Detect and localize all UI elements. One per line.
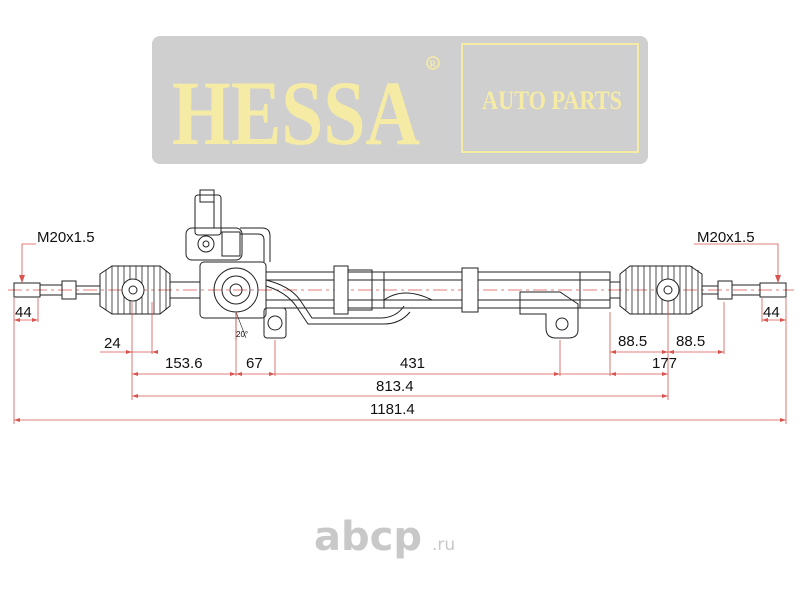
angle-callout: 20° [235,311,248,340]
dim-24-label: 24 [104,335,121,352]
dim-431-label: 431 [400,355,425,372]
site-watermark: abcp .ru [314,514,455,560]
dim-24: 24 [100,335,158,354]
watermark-suffix: .ru [432,535,455,555]
dim-1181-4: 1181.4 [14,401,786,422]
left-thread-callout: M20x1.5 [19,229,95,283]
logo-banner [152,36,648,164]
extension-lines [13,298,787,424]
dim-813-4: 813.4 [132,378,668,398]
pinion-valve [194,194,222,236]
right-tie-rod [702,280,787,300]
tagline-box [461,43,639,153]
dim-67-label: 67 [246,355,263,372]
left-boot [99,265,200,315]
registered-mark: R [430,59,437,69]
logo-tagline: AUTO PARTS [482,86,622,115]
dim-88-5-left-label: 88.5 [618,333,647,350]
right-thread-label: M20x1.5 [697,229,755,246]
left-thread-label: M20x1.5 [37,229,95,246]
dim-88-5-right-label: 88.5 [676,333,705,350]
dim-1181-4-label: 1181.4 [370,401,415,418]
dim-177-label: 177 [652,355,677,372]
dim-right-end: 44 [762,304,786,322]
angle-label: 20° [236,330,248,339]
right-thread-callout: M20x1.5 [694,229,781,283]
left-tie-rod [13,280,100,300]
dim-chain-upper: 153.6 67 431 [132,355,610,376]
logo-brand-text: HESSA [172,62,420,164]
rack-housing [185,189,611,339]
watermark-text: abcp [314,514,422,560]
dim-left-end-label: 44 [15,304,32,321]
left-tie-rod-end [13,282,41,298]
registered-mark-icon: R [426,56,440,70]
right-tie-rod-end [759,282,787,298]
brand-logo: HESSA R AUTO PARTS [152,36,648,164]
dim-88-5-pair: 88.5 88.5 [610,333,724,354]
dim-left-end: 44 [14,304,38,322]
dim-right-end-label: 44 [763,304,780,321]
dim-177: 177 [610,355,677,376]
dim-813-4-label: 813.4 [376,378,414,395]
dim-153-6-label: 153.6 [165,355,203,372]
